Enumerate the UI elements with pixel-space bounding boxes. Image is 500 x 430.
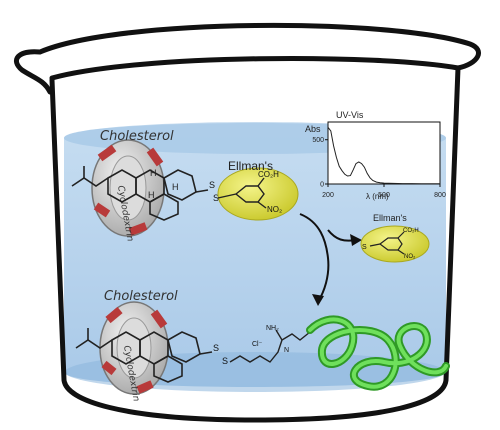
cholesterol-skeleton-top: H H H [71,166,209,221]
ellmans-reagent-large: CO₂H NO₂ [217,167,299,221]
s-atom-small: S [362,244,367,251]
svg-text:H: H [150,168,157,178]
s-atom-bottom-2: S [222,356,228,366]
svg-text:H: H [172,182,179,192]
inset-xlabel: λ (nm) [366,192,389,201]
inset-ticks-layer: 200 500 800 0 500 [312,137,446,199]
no2-label-small: NO₂ [404,254,416,260]
ellmans-label-small: Ellman's [373,213,407,223]
inset-title: UV-Vis [336,110,364,120]
s-atom-bottom-1: S [213,343,219,353]
cl-label: Cl⁻ [252,341,263,348]
cholesterol-label-bottom: Cholesterol [104,289,178,304]
inset-x-tick-label-0: 200 [322,192,334,199]
uv-vis-inset-chart: 200 500 800 0 500 UV-Vis Abs λ (nm) [305,110,446,201]
cyclodextrin-bottom: Cyclodextrin [99,301,169,403]
nh2-label: NH₂ [266,325,279,332]
arrow-head-right [350,234,362,246]
ellmans-label-large: Ellman's [228,159,273,173]
inset-x-tick-label-1: 500 [378,192,390,199]
cooh-label-large: CO₂H [258,170,279,179]
no2-label-large: NO₂ [267,205,282,214]
s-atom-top-2: S [213,193,219,203]
inset-y-tick-label-0: 0 [320,182,324,189]
beaker [14,22,481,423]
cholesterol-skeleton-bottom [75,328,213,383]
protein-ribbon [306,315,450,391]
ellmans-reagent-small: S CO₂H NO₂ [360,225,430,263]
s-atom-top-1: S [209,180,215,190]
n-label: N [284,347,289,354]
svg-text:H: H [148,190,155,200]
inset-ylabel: Abs [305,124,321,134]
inset-frame [327,121,441,185]
linker-chain [229,329,311,363]
inset-series-layer [327,126,440,185]
cholesterol-label-top: Cholesterol [100,129,174,144]
arrow-head-down [312,294,324,306]
inset-series-line-0 [327,126,440,185]
cooh-label-small: CO₂H [403,228,419,234]
inset-x-tick-label-2: 800 [434,192,446,199]
inset-y-tick-label-1: 500 [312,137,324,144]
